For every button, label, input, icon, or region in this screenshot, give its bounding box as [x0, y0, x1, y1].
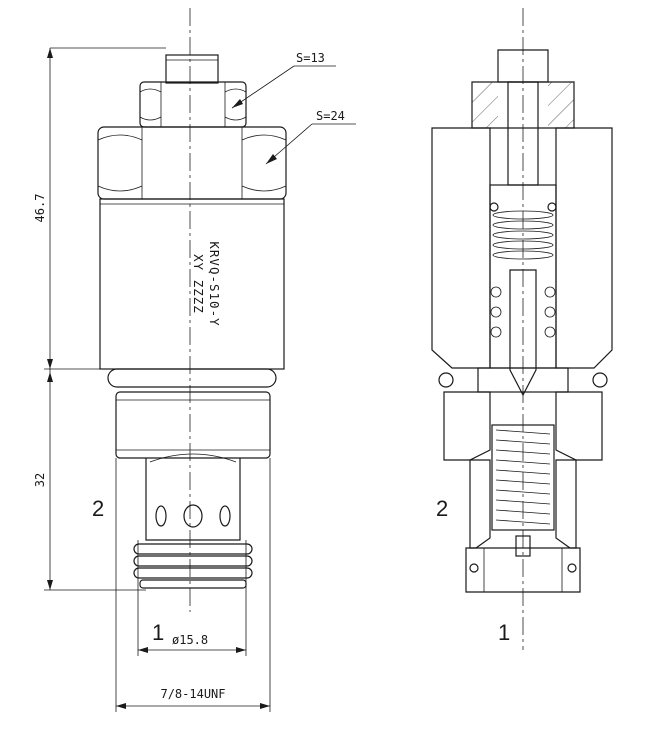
port-hole-left	[155, 505, 167, 527]
port-hole-right	[219, 505, 231, 527]
port-label-2-right: 2	[436, 496, 448, 521]
section-cartridge	[443, 367, 603, 593]
o-ring-grooves	[133, 543, 253, 589]
port-label-2-left: 2	[92, 496, 104, 521]
dimensions: 46.7 32 S=13 S=24 ø15.8 7/8-14UNF 2	[33, 47, 356, 712]
adjusting-stem	[165, 54, 219, 84]
dim-height-lower: 32	[33, 473, 47, 487]
o-ring-right	[592, 372, 608, 388]
hex-nut-large	[97, 126, 287, 200]
port-label-1-right: 1	[498, 620, 510, 645]
port-label-1-left: 1	[152, 620, 164, 645]
o-ring-left	[438, 372, 454, 388]
dim-bore-diameter: ø15.8	[172, 633, 208, 647]
external-view: KRVQ-S10-Y XY ZZZZ	[97, 8, 287, 612]
body-marking: KRVQ-S10-Y XY ZZZZ	[191, 241, 222, 326]
marking-line-1: KRVQ-S10-Y	[207, 241, 222, 326]
port-hole-center	[183, 504, 203, 528]
marking-line-2: XY ZZZZ	[191, 254, 206, 314]
dim-thread: 7/8-14UNF	[160, 687, 225, 701]
cartridge-sleeve	[145, 458, 241, 541]
dim-wrench-large: S=24	[316, 109, 345, 123]
o-ring-upper	[107, 368, 277, 388]
section-view: 2 1	[431, 8, 613, 650]
dim-wrench-small: S=13	[296, 51, 325, 65]
thread-hex	[115, 391, 271, 459]
section-housing	[431, 49, 613, 397]
lock-nut-small	[139, 81, 247, 128]
dim-height-upper: 46.7	[33, 194, 47, 223]
